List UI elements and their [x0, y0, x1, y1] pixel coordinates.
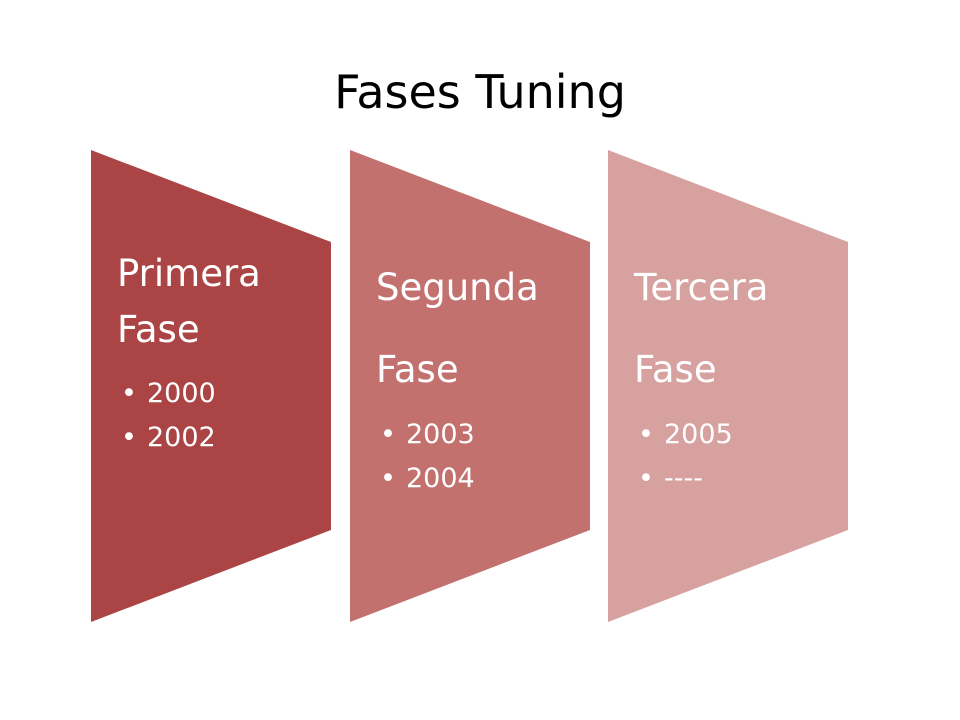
bullet: • [121, 422, 137, 453]
phase-primera-shape: Primera Fase • 2000 • 2002 [91, 150, 331, 622]
phase-primera-items: • 2000 • 2002 [117, 372, 317, 460]
phase-tercera-content: Tercera Fase • 2005 • ---- [634, 247, 768, 501]
phase-segunda-title-line1: Segunda [376, 266, 539, 309]
list-item: • 2004 [376, 457, 539, 501]
list-item: • ---- [634, 457, 768, 501]
phase-segunda-shape: Segunda Fase • 2003 • 2004 [350, 150, 590, 622]
phase-tercera-title-line1: Tercera [634, 266, 769, 309]
phase-segunda-title-line2: Fase [376, 348, 459, 391]
list-item: • 2005 [634, 413, 768, 457]
slide-title: Fases Tuning [334, 65, 626, 119]
phase-primera-title-line1: Primera [117, 252, 261, 295]
year-label: 2002 [147, 422, 216, 453]
phase-tercera-title: Tercera Fase [634, 247, 768, 411]
phase-tercera-shape: Tercera Fase • 2005 • ---- [608, 150, 848, 622]
phase-segunda-content: Segunda Fase • 2003 • 2004 [376, 247, 539, 501]
phase-primera-content: Primera Fase • 2000 • 2002 [117, 246, 317, 460]
year-label: ---- [664, 463, 703, 494]
year-label: 2004 [406, 463, 475, 494]
bullet: • [638, 463, 654, 494]
bullet: • [380, 419, 396, 450]
bullet: • [380, 463, 396, 494]
bullet: • [121, 378, 137, 409]
list-item: • 2003 [376, 413, 539, 457]
year-label: 2000 [147, 378, 216, 409]
phase-tercera-title-line2: Fase [634, 348, 717, 391]
phase-tercera-items: • 2005 • ---- [634, 413, 768, 501]
bullet: • [638, 419, 654, 450]
phase-segunda-items: • 2003 • 2004 [376, 413, 539, 501]
list-item: • 2002 [117, 416, 317, 460]
phase-segunda-title: Segunda Fase [376, 247, 539, 411]
year-label: 2005 [664, 419, 733, 450]
phase-primera-title-line2: Fase [117, 308, 200, 351]
phase-primera-title: Primera Fase [117, 246, 317, 358]
year-label: 2003 [406, 419, 475, 450]
list-item: • 2000 [117, 372, 317, 416]
